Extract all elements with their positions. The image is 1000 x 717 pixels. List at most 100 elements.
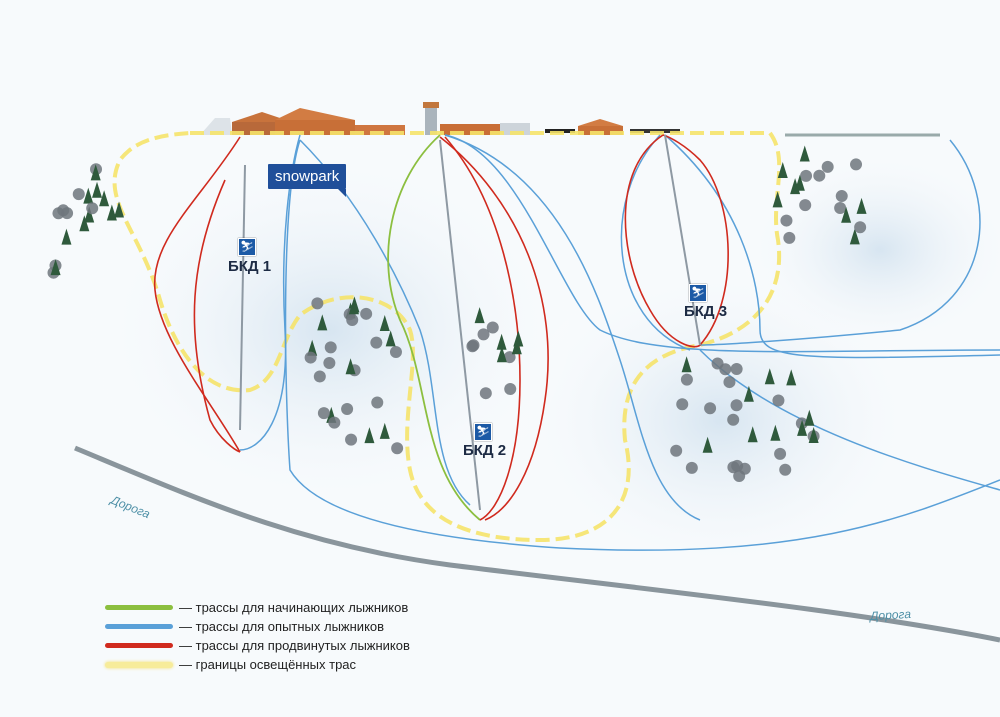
ski-lift-icon[interactable]: ⛷ [689, 284, 707, 302]
tree [50, 259, 61, 276]
lit-trail-boundary [112, 131, 782, 543]
tree [835, 190, 848, 203]
tree [727, 413, 740, 426]
ski-lift-icon[interactable]: ⛷ [474, 423, 492, 441]
tree [834, 201, 847, 214]
tree [348, 298, 359, 315]
legend-item-beginner: — трассы для начинающих лыжников [105, 598, 410, 617]
tree [477, 328, 490, 341]
legend-item-lit: — границы освещённых трас [105, 655, 410, 674]
tree [345, 433, 358, 446]
tree [813, 169, 826, 182]
snowpark-label[interactable]: snowpark [268, 164, 347, 197]
tree [808, 427, 819, 444]
tree [821, 160, 834, 173]
advanced-trails [153, 134, 729, 521]
tree [72, 188, 85, 201]
tree-clusters [47, 145, 867, 483]
tree [702, 436, 713, 453]
legend-item-advanced: — трассы для продвинутых лыжников [105, 636, 410, 655]
legend-swatch [105, 605, 173, 610]
tree [313, 370, 326, 383]
tree [743, 385, 754, 402]
tree [779, 463, 792, 476]
tree [799, 199, 812, 212]
tree [61, 228, 72, 245]
tree [86, 202, 99, 215]
tree [800, 169, 813, 182]
lift-label-1[interactable]: БКД 1 [228, 258, 272, 275]
legend-text: — трассы для опытных лыжников [179, 619, 385, 634]
legend-text: — трассы для начинающих лыжников [179, 600, 409, 615]
tree [113, 201, 124, 218]
tree [341, 402, 354, 415]
tree [324, 341, 337, 354]
tree [774, 447, 787, 460]
tree [685, 461, 698, 474]
tree [730, 363, 743, 376]
tree [850, 158, 863, 171]
tree [772, 394, 785, 407]
tree [106, 204, 117, 221]
tree [99, 190, 110, 207]
lift-label-2[interactable]: БКД 2 [463, 442, 507, 459]
tree [90, 164, 101, 181]
legend-text: — границы освещённых трас [179, 657, 357, 672]
tree [513, 330, 524, 347]
tree [504, 382, 517, 395]
tree [79, 215, 90, 232]
road-label: Дорога [869, 606, 912, 624]
lift-label-3[interactable]: БКД 3 [684, 303, 728, 320]
legend-swatch [105, 661, 173, 668]
tree [841, 206, 852, 223]
tree [304, 351, 317, 364]
tree [57, 204, 70, 217]
beginner-trail [387, 134, 481, 521]
tree [345, 358, 356, 375]
tree [346, 314, 359, 327]
tree [496, 346, 507, 363]
tree [770, 424, 781, 441]
legend-item-experienced: — трассы для опытных лыжников [105, 617, 410, 636]
tree [323, 356, 336, 369]
tree [317, 314, 328, 331]
tree [730, 399, 743, 412]
tree [467, 339, 480, 352]
tree [786, 369, 797, 386]
legend: — трассы для начинающих лыжников — трасс… [105, 598, 410, 674]
tree [794, 174, 805, 191]
tree [317, 407, 330, 420]
tree [391, 442, 404, 455]
tree [854, 221, 867, 234]
tree [479, 387, 492, 400]
tree [83, 187, 94, 204]
tree [723, 376, 736, 389]
legend-swatch [105, 624, 173, 629]
tree [777, 161, 788, 178]
tree [727, 461, 740, 474]
tree [676, 398, 689, 411]
base-buildings [200, 102, 940, 137]
tree [804, 409, 815, 426]
tree [486, 321, 499, 334]
tree [670, 444, 683, 457]
tree [680, 373, 693, 386]
tree [370, 336, 383, 349]
legend-swatch [105, 643, 173, 648]
tree [84, 206, 95, 223]
tree [780, 214, 793, 227]
tree [711, 357, 724, 370]
ski-lift-icon[interactable]: ⛷ [238, 238, 256, 256]
tree [747, 426, 758, 443]
legend-text: — трассы для продвинутых лыжников [179, 638, 410, 653]
tree [856, 197, 867, 214]
tree [385, 330, 396, 347]
tree [704, 402, 717, 415]
tree [328, 416, 341, 429]
tree [474, 307, 485, 324]
road [74, 445, 1000, 643]
tree [797, 419, 808, 436]
tree [379, 422, 390, 439]
tree [92, 181, 103, 198]
